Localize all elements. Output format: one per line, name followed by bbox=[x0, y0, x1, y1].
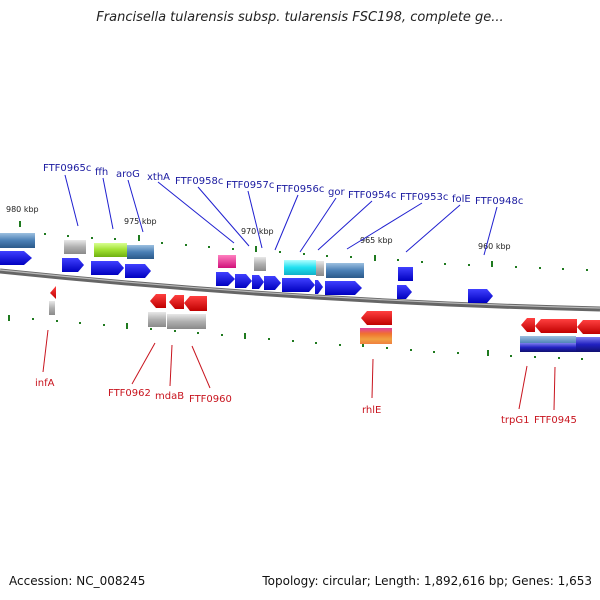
topology-text: Topology: circular; Length: 1,892,616 bp… bbox=[262, 574, 592, 588]
top-leader-lines bbox=[64, 174, 498, 256]
label-FTF0945: FTF0945 bbox=[534, 415, 577, 426]
label-infA: infA bbox=[35, 378, 55, 389]
forward-strand-genes bbox=[0, 251, 493, 303]
label-FTF0948c: FTF0948c bbox=[475, 196, 523, 207]
accession-text: Accession: NC_008245 bbox=[9, 574, 146, 588]
bottom-gene-labels: infA FTF0962 mdaB FTF0960 rhlE trpG1 FTF… bbox=[35, 378, 577, 426]
label-FTF0960: FTF0960 bbox=[189, 394, 232, 405]
lower-feature-track bbox=[49, 301, 600, 352]
scale-ticks bbox=[8, 221, 588, 360]
label-ffh: ffh bbox=[95, 167, 108, 178]
label-rhlE: rhlE bbox=[362, 405, 381, 416]
label-mdaB: mdaB bbox=[155, 391, 184, 402]
genome-backbone bbox=[0, 268, 600, 312]
map-title: Francisella tularensis subsp. tularensis… bbox=[96, 10, 504, 25]
scale-label-965: 965 kbp bbox=[360, 236, 393, 245]
bottom-leader-lines bbox=[42, 329, 556, 411]
label-folE: folE bbox=[452, 194, 471, 205]
upper-feature-track bbox=[0, 233, 364, 278]
scale-label-980: 980 kbp bbox=[6, 205, 39, 214]
scale-label-960: 960 kbp bbox=[478, 242, 511, 251]
label-gor: gor bbox=[328, 187, 345, 198]
label-FTF0958c: FTF0958c bbox=[175, 176, 223, 187]
label-trpG1: trpG1 bbox=[501, 415, 530, 426]
label-FTF0962: FTF0962 bbox=[108, 388, 151, 399]
label-FTF0965c: FTF0965c bbox=[43, 163, 91, 174]
label-FTF0956c: FTF0956c bbox=[276, 184, 324, 195]
label-FTF0953c: FTF0953c bbox=[400, 192, 448, 203]
scale-label-970: 970 kbp bbox=[241, 227, 274, 236]
label-xthA: xthA bbox=[147, 172, 170, 183]
top-gene-labels: FTF0965c ffh aroG xthA FTF0958c FTF0957c… bbox=[43, 163, 523, 207]
label-FTF0957c: FTF0957c bbox=[226, 180, 274, 191]
reverse-strand-genes bbox=[50, 286, 600, 334]
label-aroG: aroG bbox=[116, 169, 140, 180]
label-FTF0954c: FTF0954c bbox=[348, 190, 396, 201]
